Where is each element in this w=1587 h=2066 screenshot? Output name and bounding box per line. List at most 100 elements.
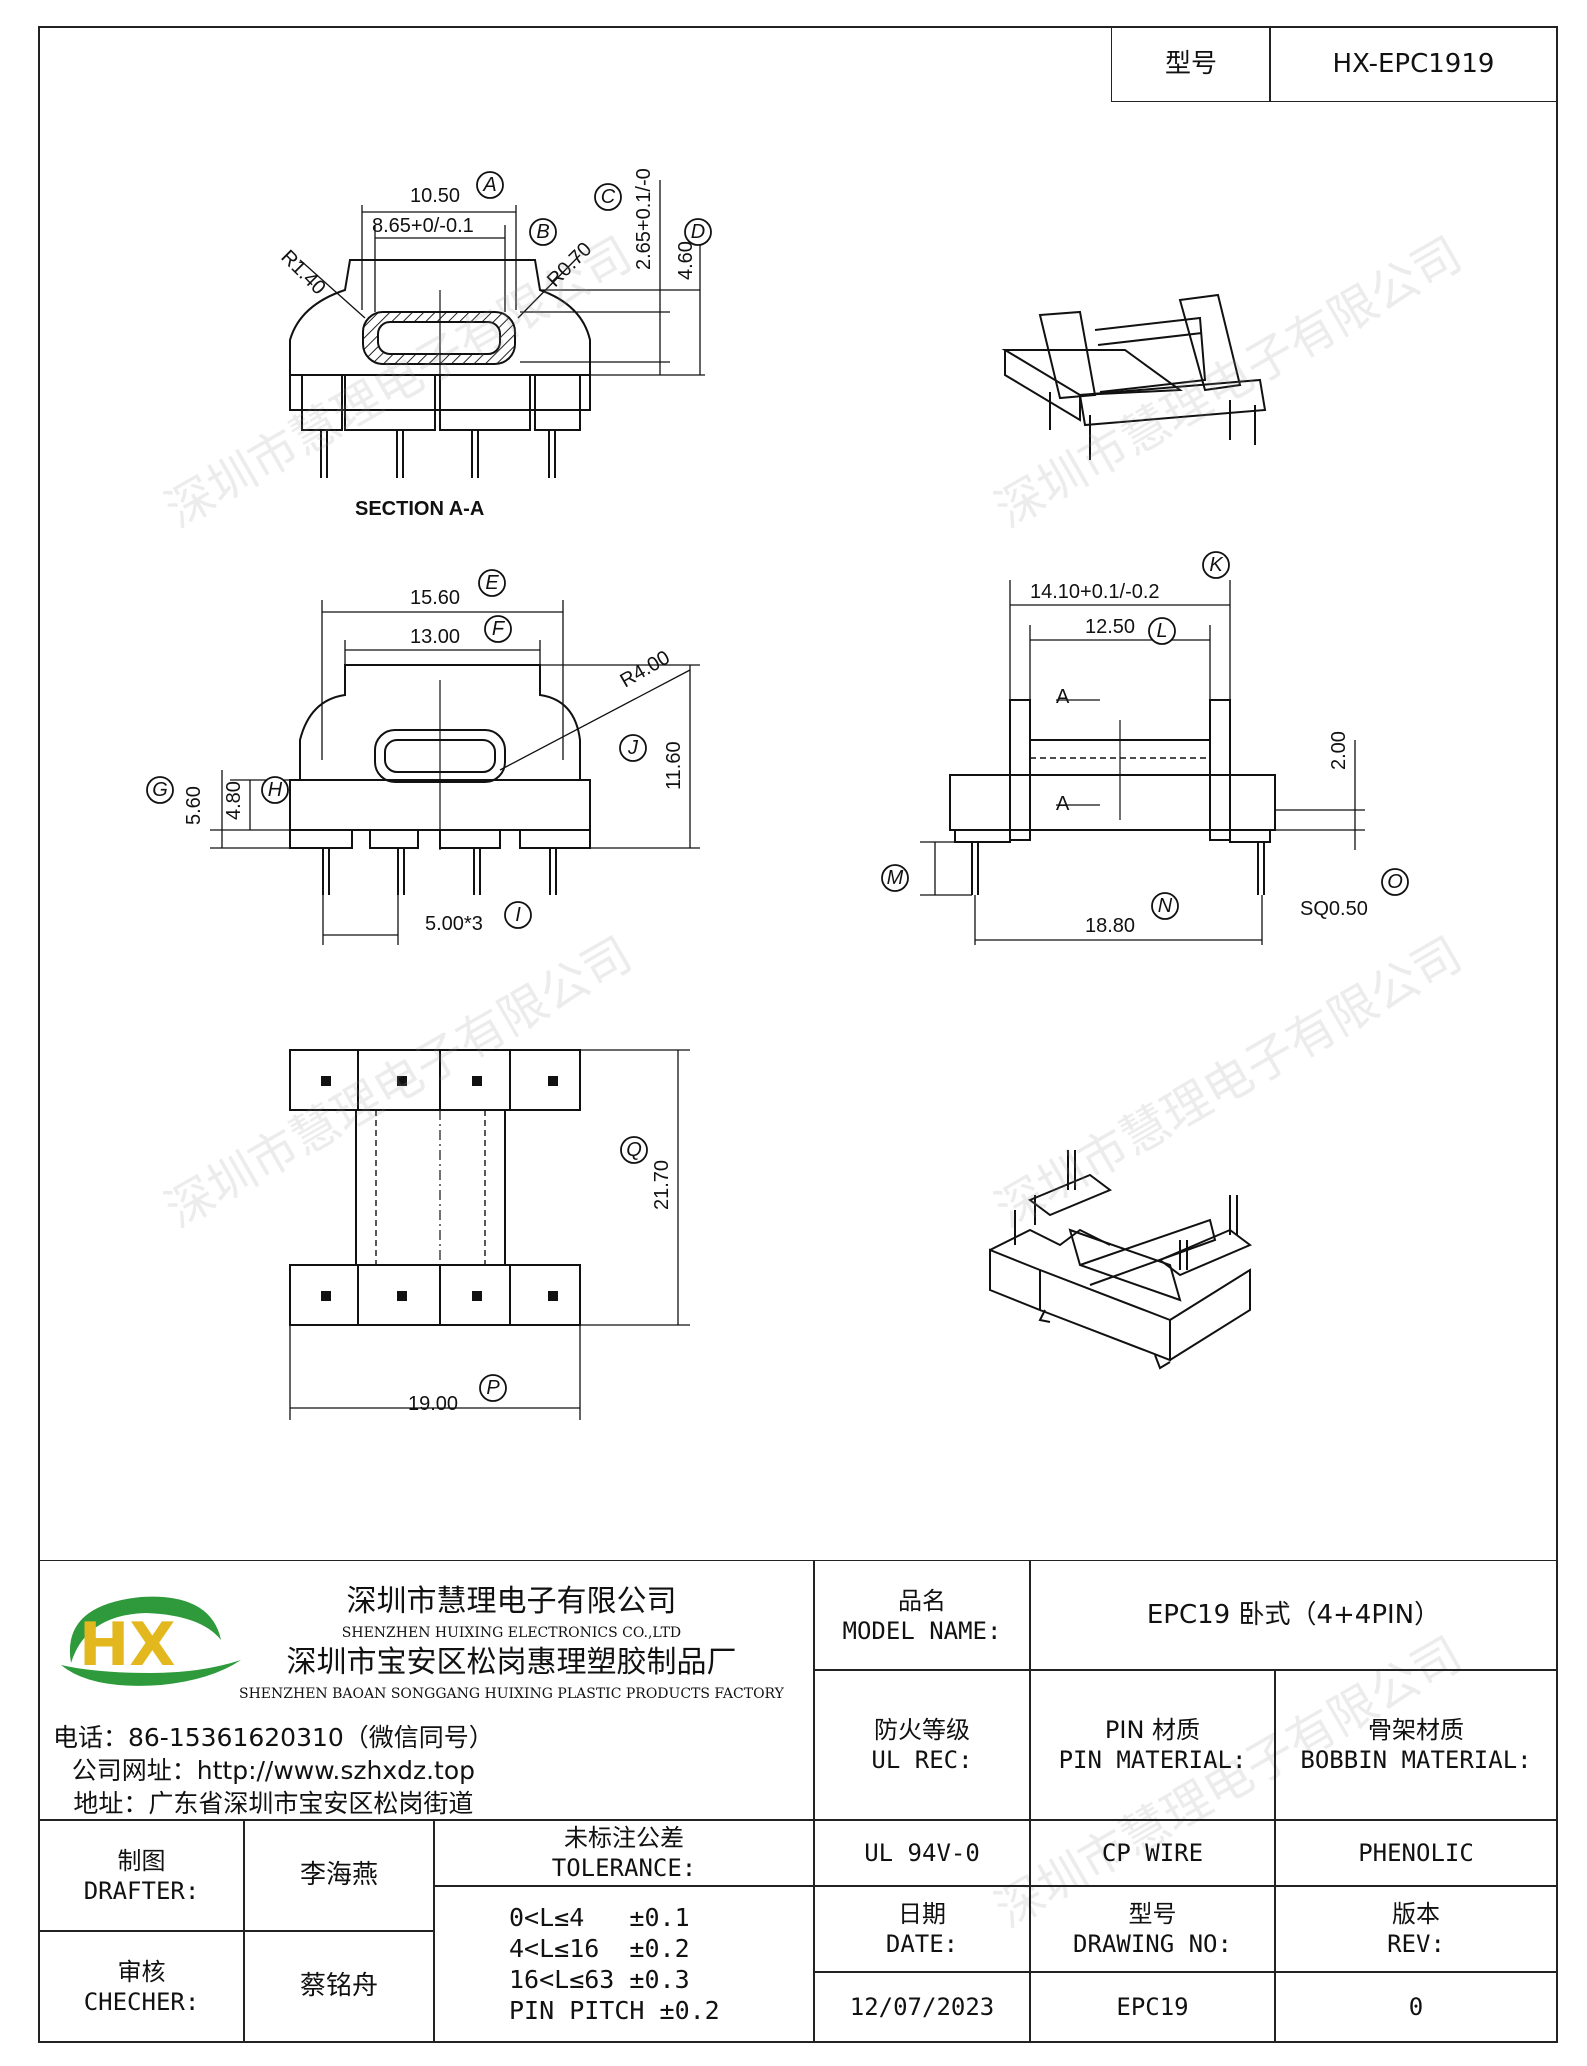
circle-label-e: E: [485, 572, 499, 594]
drafter-label-cell: 制图 DRAFTER:: [38, 1819, 245, 1932]
company-name-cn-2: 深圳市宝安区松岗惠理塑胶制品厂: [286, 1645, 737, 1680]
circle-label-d: D: [691, 221, 705, 243]
company-phone: 电话：86-15361620310（微信同号）: [53, 1723, 494, 1752]
dim-c: 2.65+0.1/-0: [633, 168, 655, 270]
circle-label-c: C: [601, 186, 616, 208]
dim-i: 5.00*3: [425, 913, 483, 935]
dim-g: 5.60: [183, 786, 205, 825]
checker-name: 蔡铭舟: [299, 1971, 378, 2002]
circle-label-q: Q: [626, 1139, 642, 1161]
ul-label-cn: 防火等级: [874, 1716, 970, 1744]
circle-label-k: K: [1209, 554, 1224, 576]
drafter-name-cell: 李海燕: [243, 1819, 435, 1932]
circle-label-n: N: [1158, 895, 1173, 917]
circle-label-o: O: [1387, 871, 1403, 893]
circle-label-p: P: [486, 1377, 500, 1399]
circle-label-b: B: [536, 221, 549, 243]
ul-value: UL 94V-0: [864, 1839, 980, 1867]
bobbin-value: PHENOLIC: [1358, 1839, 1474, 1867]
circle-label-g: G: [152, 779, 168, 801]
section-mark-top: A: [1056, 686, 1070, 708]
model-name-en: MODEL NAME:: [842, 1616, 1002, 1645]
dim-l: 12.50: [1085, 616, 1135, 638]
checker-name-cell: 蔡铭舟: [243, 1930, 435, 2043]
bottom-view: [289, 1049, 690, 1420]
company-name-cn-1: 深圳市慧理电子有限公司: [346, 1584, 677, 1619]
circle-label-m: M: [887, 867, 904, 889]
tolerance-line-1: 0<L≤4 ±0.1: [509, 1902, 690, 1932]
circle-label-j: J: [627, 737, 639, 759]
dim-h: 4.80: [223, 781, 245, 820]
ul-label-cell: 防火等级 UL REC:: [813, 1669, 1031, 1821]
rev-en: REV:: [1387, 1930, 1445, 1958]
model-name-label-cell: 品名 MODEL NAME:: [813, 1560, 1031, 1671]
dim-e: 15.60: [410, 587, 460, 609]
dim-b: 8.65+0/-0.1: [372, 215, 474, 237]
tolerance-values-cell: 0<L≤4 ±0.1 4<L≤16 ±0.2 16<L≤63 ±0.3 PIN …: [433, 1885, 815, 2043]
section-view: [289, 180, 705, 478]
dim-f: 13.00: [410, 626, 460, 648]
drafter-en: DRAFTER:: [83, 1876, 200, 1905]
bobbin-material-en: BOBBIN MATERIAL:: [1300, 1746, 1532, 1774]
company-info-block: HX 深圳市慧理电子有限公司 SHENZHEN HUIXING ELECTRON…: [38, 1560, 815, 1821]
date-value: 12/07/2023: [849, 1993, 995, 2021]
dim-o: SQ0.50: [1300, 898, 1368, 920]
dim-j: 11.60: [663, 741, 685, 790]
dim-d: 4.60: [675, 241, 697, 280]
rev-cn: 版本: [1392, 1900, 1440, 1928]
logo-letters: HX: [79, 1610, 175, 1680]
dim-p: 19.00: [408, 1393, 458, 1415]
model-label: 型号: [1164, 48, 1217, 79]
bobbin-material-label-cell: 骨架材质 BOBBIN MATERIAL:: [1274, 1669, 1558, 1821]
model-name-value: EPC19 卧式（4+4PIN）: [1146, 1600, 1441, 1631]
dim-k: 14.10+0.1/-0.2: [1030, 581, 1160, 603]
pin-material-cn: PIN 材质: [1104, 1716, 1201, 1744]
drawing-no-value-cell: EPC19: [1029, 1971, 1276, 2043]
rev-label-cell: 版本 REV:: [1274, 1885, 1558, 1973]
drawing-no-cn: 型号: [1128, 1900, 1177, 1928]
drafter-cn: 制图: [117, 1846, 166, 1875]
isometric-view-bottom: [989, 1150, 1252, 1370]
side-view: [920, 580, 1365, 945]
pin-material-en: PIN MATERIAL:: [1058, 1746, 1247, 1774]
drawing-no-en: DRAWING NO:: [1073, 1930, 1232, 1958]
company-website: 公司网址：http://www.szhxdz.top: [71, 1756, 476, 1785]
tolerance-line-4: PIN PITCH ±0.2: [509, 1996, 720, 2026]
checker-cn: 审核: [117, 1957, 166, 1986]
model-name-cn: 品名: [898, 1586, 946, 1615]
dim-q: 21.70: [651, 1160, 673, 1210]
drawing-no-value: EPC19: [1116, 1993, 1189, 2021]
drawing-no-label-cell: 型号 DRAWING NO:: [1029, 1885, 1276, 1973]
tolerance-label-cell: 未标注公差 TOLERANCE:: [433, 1819, 815, 1887]
company-address: 地址：广东省深圳市宝安区松岗街道: [73, 1789, 474, 1818]
circle-label-markers: [146, 171, 1409, 1402]
bobbin-material-cn: 骨架材质: [1368, 1716, 1464, 1744]
tolerance-cn: 未标注公差: [564, 1824, 684, 1852]
tolerance-line-2: 4<L≤16 ±0.2: [509, 1933, 690, 1963]
technical-drawing: A B C D E F G H I J K L M N O P Q 10.50 …: [146, 168, 1409, 1420]
tolerance-line-3: 16<L≤63 ±0.3: [509, 1965, 690, 1994]
dim-a: 10.50: [410, 185, 460, 207]
company-logo: HX: [51, 1585, 251, 1695]
dim-v: 2.00: [1328, 731, 1350, 770]
dim-r1: R1.40: [276, 246, 329, 299]
circle-label-l: L: [1156, 620, 1167, 642]
date-cn: 日期: [898, 1900, 946, 1928]
circle-label-a: A: [482, 174, 496, 196]
rev-value: 0: [1408, 1993, 1424, 2021]
date-value-cell: 12/07/2023: [813, 1971, 1031, 2043]
date-en: DATE:: [885, 1930, 959, 1958]
checker-label-cell: 审核 CHECHER:: [38, 1930, 245, 2043]
isometric-view-top: [1001, 293, 1267, 460]
drafter-name: 李海燕: [299, 1860, 378, 1891]
model-value-cell: HX-EPC1919: [1269, 26, 1558, 102]
circle-label-i: I: [515, 904, 521, 926]
pin-value: CP WIRE: [1101, 1839, 1204, 1867]
rev-value-cell: 0: [1274, 1971, 1558, 2043]
section-title: SECTION A-A: [355, 498, 484, 520]
bobbin-value-cell: PHENOLIC: [1274, 1819, 1558, 1887]
dim-r3: R4.00: [617, 647, 674, 693]
circle-label-f: F: [492, 618, 506, 640]
circle-label-h: H: [268, 779, 283, 801]
pin-value-cell: CP WIRE: [1029, 1819, 1276, 1887]
